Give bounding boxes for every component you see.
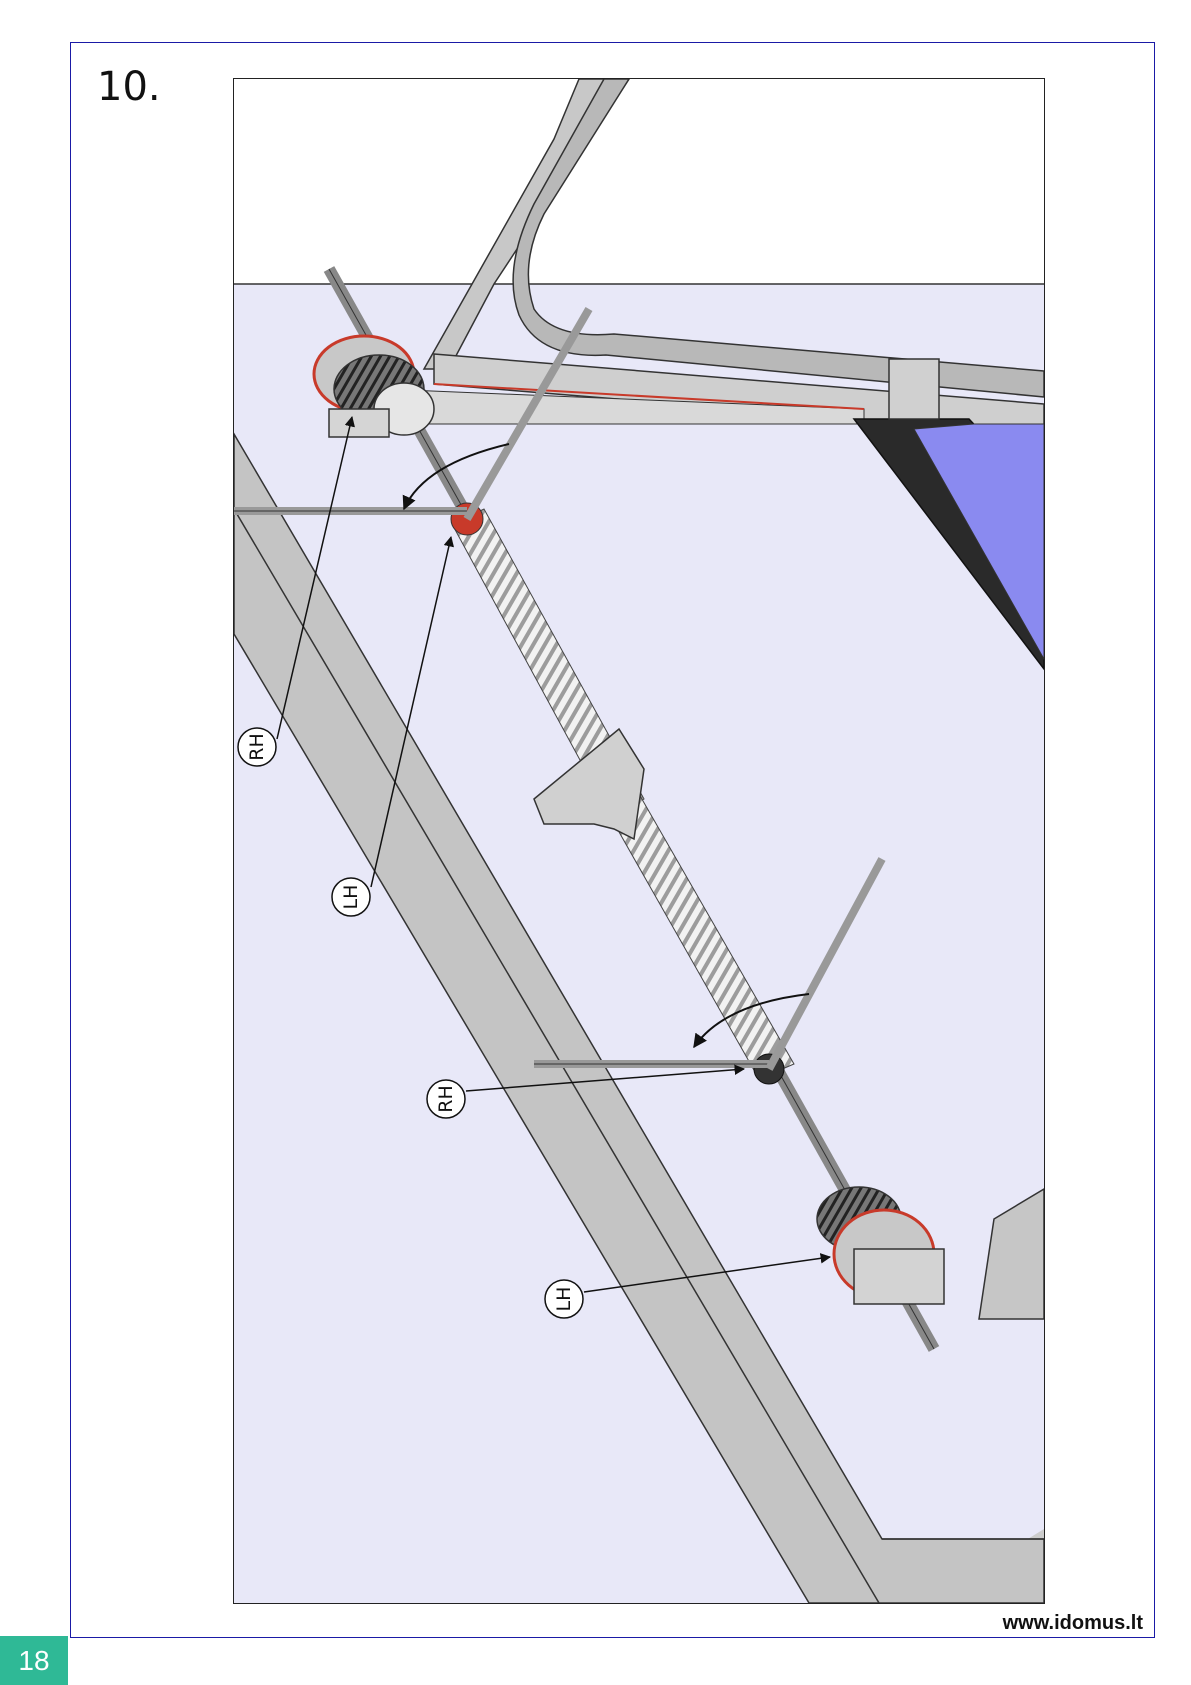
callout-lh-bottom: LH — [545, 1280, 583, 1318]
page-number-badge: 18 — [0, 1636, 68, 1685]
step-number: 10. — [97, 64, 161, 110]
callout-lh-top: LH — [332, 878, 370, 916]
torsion-spring-illustration: RH LH RH LH — [234, 79, 1044, 1603]
background-upper — [234, 79, 1044, 284]
website-url: www.idomus.lt — [1003, 1612, 1143, 1635]
svg-text:LH: LH — [553, 1287, 575, 1312]
svg-text:LH: LH — [340, 885, 362, 910]
lower-end-bracket — [854, 1249, 944, 1304]
assembly-drawing: RH LH RH LH — [233, 78, 1045, 1604]
upper-end-bracket — [329, 409, 389, 437]
svg-text:RH: RH — [246, 733, 268, 761]
callout-rh-top: RH — [238, 728, 276, 766]
callout-rh-bottom: RH — [427, 1080, 465, 1118]
svg-text:RH: RH — [435, 1085, 457, 1113]
hinge-bracket — [889, 359, 939, 419]
